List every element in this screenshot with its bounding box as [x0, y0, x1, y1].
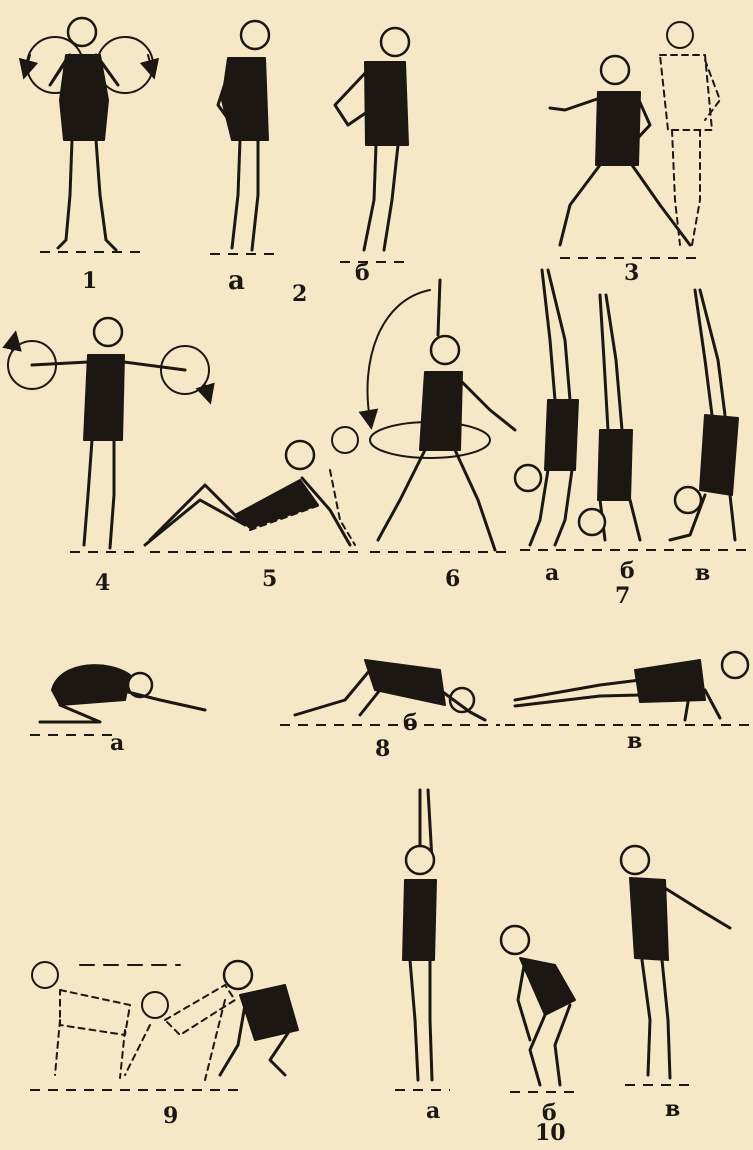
label-exercise-8c: в	[627, 730, 642, 752]
label-exercise-8b: б	[403, 712, 418, 734]
figure-exercise-3	[550, 22, 720, 258]
label-exercise-2a: а	[228, 268, 245, 294]
figure-exercise-8c	[505, 652, 750, 725]
label-exercise-7b: б	[620, 560, 635, 582]
label-exercise-10c: в	[665, 1098, 680, 1120]
label-exercise-8: 8	[375, 738, 390, 760]
figure-exercise-10a	[395, 790, 450, 1090]
figure-exercise-6	[368, 280, 516, 552]
label-exercise-9: 9	[163, 1105, 178, 1127]
figure-exercise-8b	[280, 660, 500, 725]
label-exercise-7c: в	[695, 562, 710, 584]
label-exercise-1: 1	[82, 270, 97, 292]
figure-exercise-5	[145, 427, 360, 552]
label-exercise-4: 4	[95, 572, 110, 594]
figure-exercise-9	[30, 961, 298, 1090]
figure-exercise-2a	[210, 21, 275, 254]
label-exercise-10: 10	[535, 1122, 566, 1144]
label-exercise-7: 7	[615, 585, 630, 607]
figure-exercise-10c	[621, 846, 730, 1085]
label-exercise-5: 5	[262, 568, 277, 590]
figure-exercise-8a	[30, 665, 205, 735]
figure-exercise-2b	[335, 28, 410, 262]
label-exercise-2b: б	[355, 262, 370, 284]
label-exercise-6: 6	[445, 568, 460, 590]
figure-exercise-7a	[515, 270, 578, 545]
label-exercise-2: 2	[292, 283, 307, 305]
label-exercise-8a: а	[110, 732, 124, 754]
figure-exercise-7c	[670, 290, 738, 540]
figure-exercise-10b	[501, 926, 580, 1092]
label-exercise-10a: а	[426, 1100, 440, 1122]
label-exercise-3: 3	[624, 262, 639, 284]
figure-exercise-7b	[579, 295, 640, 540]
figure-exercise-1	[26, 18, 153, 252]
label-exercise-7a: а	[545, 562, 559, 584]
